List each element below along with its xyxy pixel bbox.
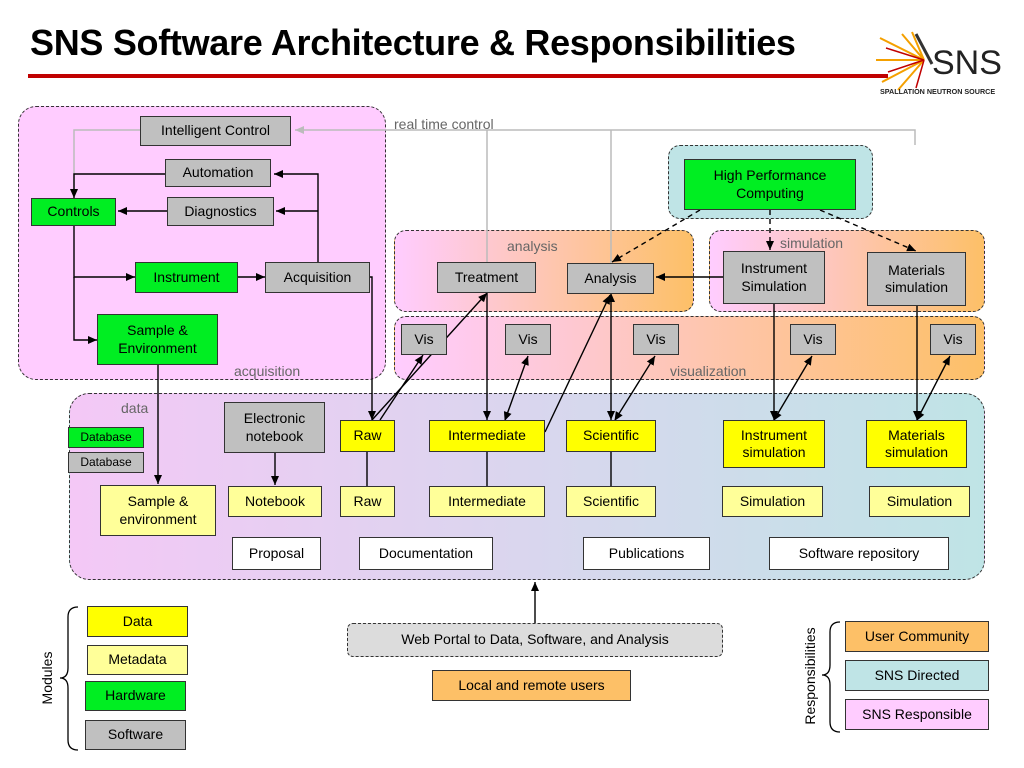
data-label: data	[121, 400, 149, 416]
instrument-box[interactable]: Instrument	[135, 262, 238, 293]
database-hardware-box[interactable]: Database	[68, 427, 144, 448]
sample-environment-metadata-box[interactable]: Sample & environment	[100, 485, 216, 536]
materials-simulation-box[interactable]: Materials simulation	[867, 252, 966, 306]
analysis-box[interactable]: Analysis	[567, 263, 654, 294]
treatment-box[interactable]: Treatment	[437, 262, 536, 293]
legend-sns-directed: SNS Directed	[845, 660, 989, 691]
legend-software: Software	[85, 720, 186, 750]
vis-scientific-box[interactable]: Vis	[633, 324, 679, 355]
vis-raw-box[interactable]: Vis	[401, 324, 447, 355]
real-time-control-label: real time control	[394, 116, 494, 132]
scientific-data-box[interactable]: Scientific	[566, 420, 656, 452]
legend-data: Data	[87, 606, 188, 637]
instrument-simulation-data-box[interactable]: Instrument simulation	[723, 420, 825, 468]
analysis-label: analysis	[507, 238, 558, 254]
title-underline	[28, 74, 888, 78]
materials-simulation-data-box[interactable]: Materials simulation	[866, 420, 967, 468]
diagnostics-box[interactable]: Diagnostics	[167, 197, 274, 226]
scientific-metadata-box[interactable]: Scientific	[566, 486, 656, 517]
instrument-simulation-box[interactable]: Instrument Simulation	[723, 251, 825, 304]
legend-user-community: User Community	[845, 621, 989, 652]
modules-legend-title: Modules	[39, 651, 55, 705]
automation-box[interactable]: Automation	[165, 159, 271, 187]
logo-tagline: SPALLATION NEUTRON SOURCE	[880, 87, 995, 96]
responsibilities-legend-title: Responsibilities	[802, 627, 818, 725]
legend-sns-responsible: SNS Responsible	[845, 699, 989, 730]
software-repository-box[interactable]: Software repository	[769, 537, 949, 570]
vis-materials-simulation-box[interactable]: Vis	[930, 324, 976, 355]
logo-letters: SNS	[932, 44, 1002, 82]
acquisition-label: acquisition	[234, 363, 301, 379]
database-software-box[interactable]: Database	[68, 452, 144, 473]
publications-box[interactable]: Publications	[583, 537, 710, 570]
proposal-box[interactable]: Proposal	[232, 537, 321, 570]
starburst-icon	[876, 31, 934, 91]
legend-metadata: Metadata	[87, 645, 188, 675]
electronic-notebook-box[interactable]: Electronic notebook	[224, 402, 325, 453]
controls-box[interactable]: Controls	[31, 198, 116, 226]
visualization-region	[394, 316, 985, 380]
local-remote-users-box[interactable]: Local and remote users	[432, 670, 631, 701]
intermediate-data-box[interactable]: Intermediate	[429, 420, 545, 452]
simulation-metadata-box-1[interactable]: Simulation	[722, 486, 823, 517]
raw-metadata-box[interactable]: Raw	[340, 486, 395, 517]
raw-data-box[interactable]: Raw	[340, 420, 395, 452]
web-portal-box[interactable]: Web Portal to Data, Software, and Analys…	[347, 623, 723, 657]
documentation-box[interactable]: Documentation	[359, 537, 493, 570]
visualization-label: visualization	[670, 363, 747, 379]
legend-hardware: Hardware	[85, 681, 186, 711]
sample-environment-box[interactable]: Sample & Environment	[97, 314, 218, 365]
intelligent-control-box[interactable]: Intelligent Control	[140, 116, 291, 146]
intermediate-metadata-box[interactable]: Intermediate	[429, 486, 545, 517]
simulation-metadata-box-2[interactable]: Simulation	[869, 486, 970, 517]
simulation-label: simulation	[780, 235, 844, 251]
acquisition-box[interactable]: Acquisition	[265, 262, 370, 293]
vis-intermediate-box[interactable]: Vis	[505, 324, 551, 355]
notebook-metadata-box[interactable]: Notebook	[228, 486, 322, 517]
vis-instrument-simulation-box[interactable]: Vis	[790, 324, 836, 355]
sns-logo: SNS SPALLATION NEUTRON SOURCE	[872, 30, 1002, 100]
hpc-box[interactable]: High Performance Computing	[684, 159, 856, 210]
page-title: SNS Software Architecture & Responsibili…	[30, 22, 796, 63]
